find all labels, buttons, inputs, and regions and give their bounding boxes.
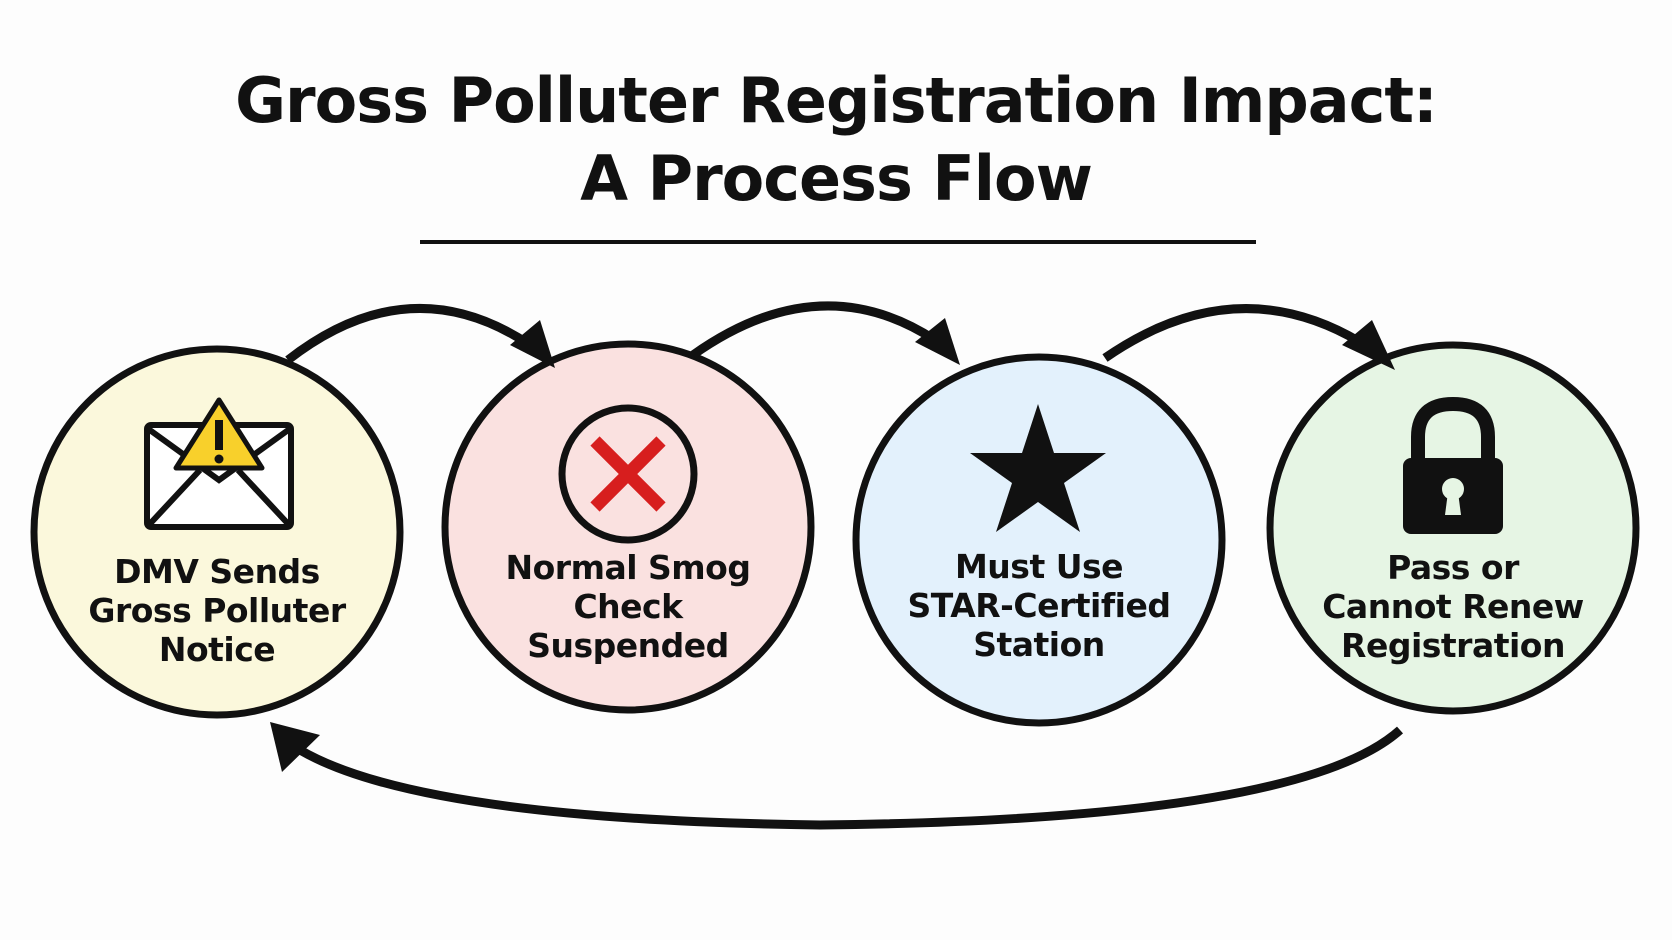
arrow-2-to-3-head [915,318,960,365]
arrow-4-to-1-return [297,726,1404,830]
title-line-2: A Process Flow [580,142,1093,215]
title-underline [420,240,1256,244]
step-label-4: Pass or Cannot Renew Registration [1322,548,1584,665]
arrow-3-to-4 [1102,304,1363,362]
arrow-1-to-2 [285,303,533,364]
red-x-icon [558,404,698,544]
diagram-title: Gross Polluter Registration Impact: A Pr… [0,62,1672,218]
arrow-3-to-4-head [1342,320,1395,370]
arrow-4-to-1-return-head [270,722,320,772]
arrow-1-to-2-head [510,320,555,368]
step-label-1: DMV Sends Gross Polluter Notice [88,552,346,669]
warning-envelope-icon [144,397,294,530]
step-circle-1 [30,345,404,719]
step-circle-3 [852,353,1226,727]
arrow-2-to-3 [690,301,938,359]
padlock-icon [1403,396,1503,534]
star-icon [970,404,1106,532]
title-line-1: Gross Polluter Registration Impact: [235,64,1438,137]
step-label-3: Must Use STAR-Certified Station [907,547,1172,664]
step-label-2: Normal Smog Check Suspended [505,548,751,665]
